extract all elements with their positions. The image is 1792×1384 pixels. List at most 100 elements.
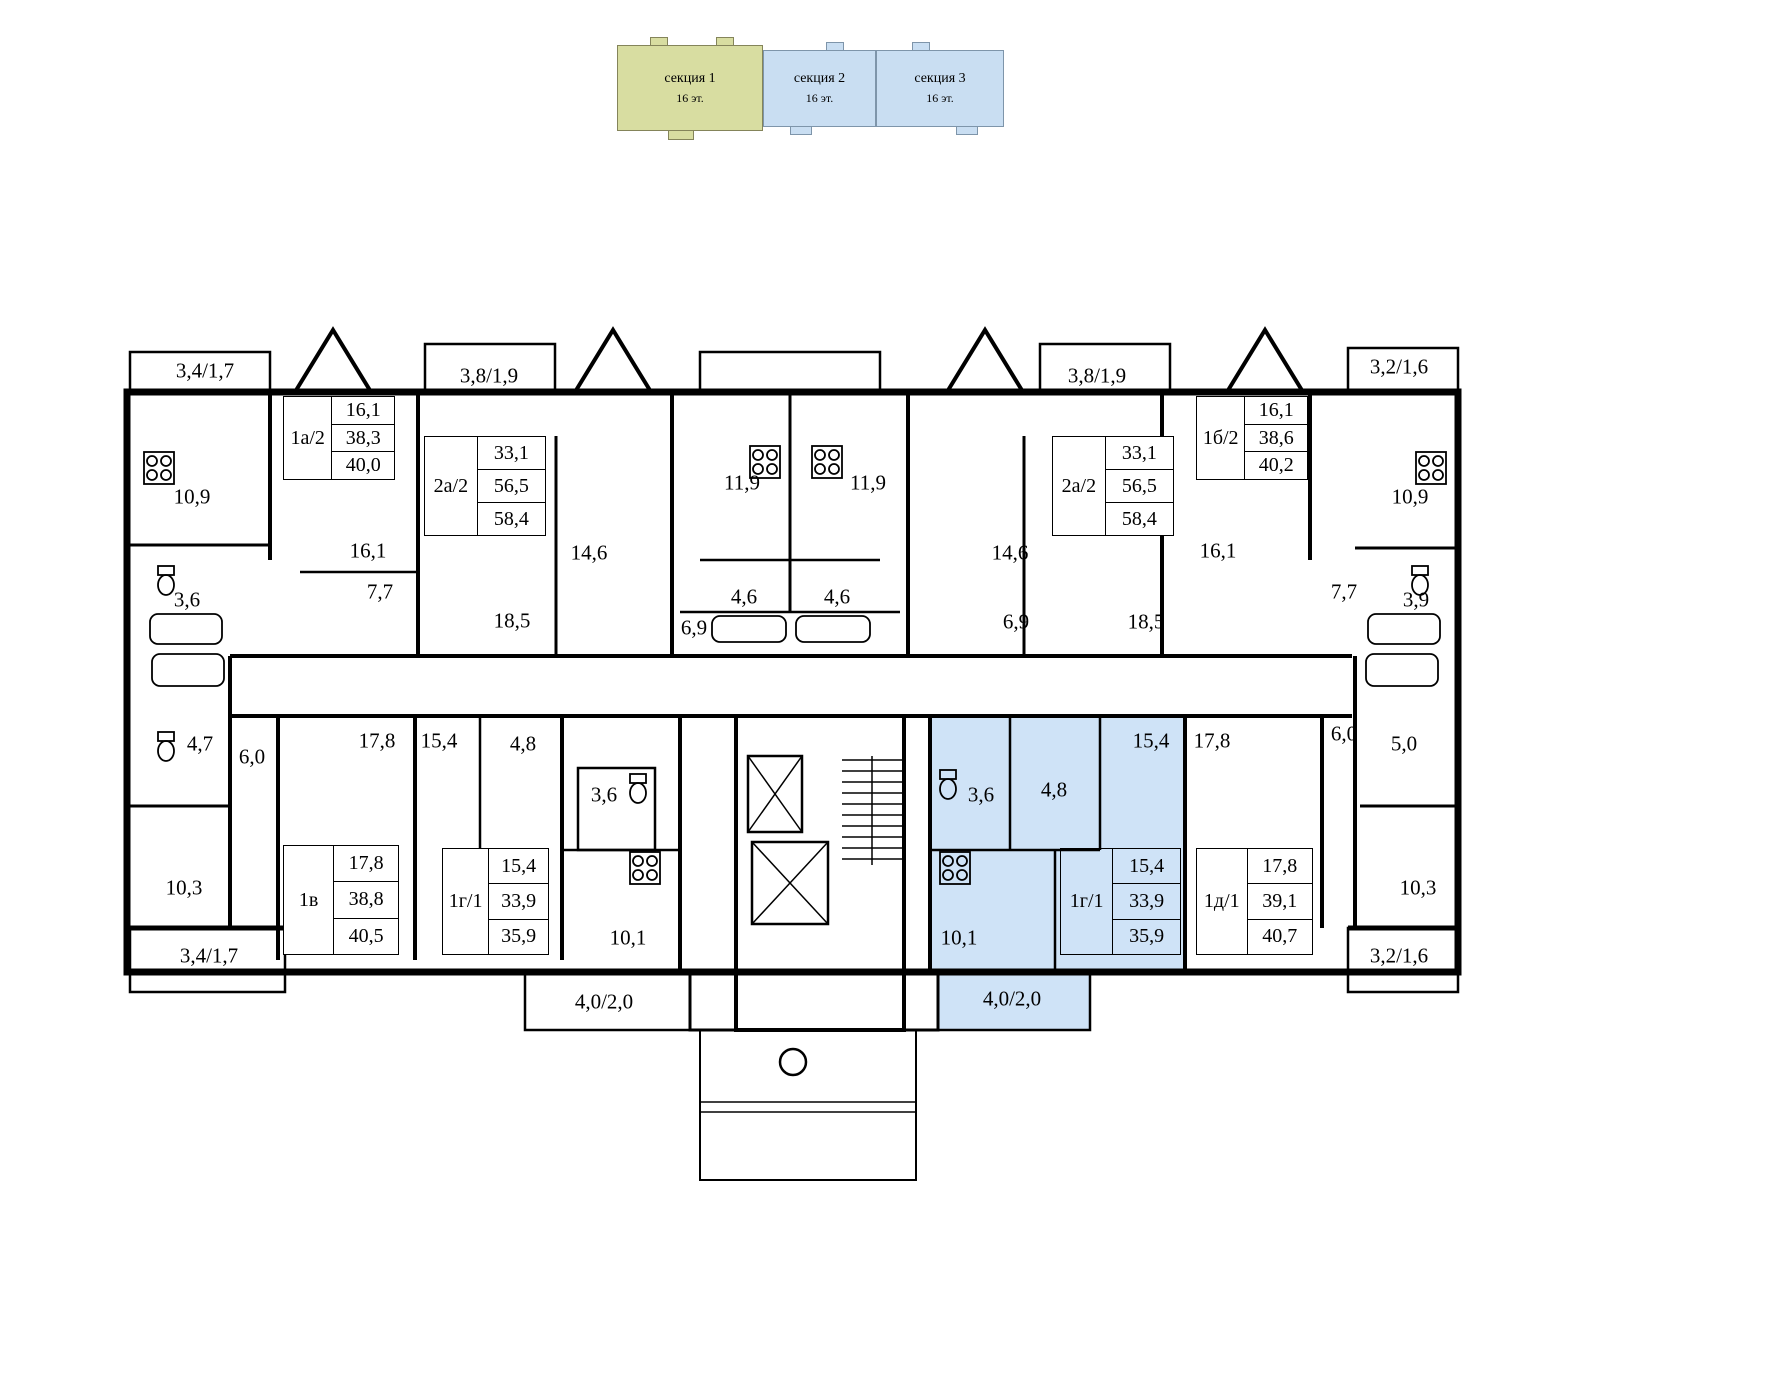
area-value: 56,5 [477,470,545,503]
apartment-code: 1в [284,846,335,954]
entrance-porch [688,970,940,1181]
room-area-label: 5,0 [1390,731,1418,756]
balcony-area-label: 3,8/1,9 [1067,363,1127,388]
apartment-code: 1д/1 [1197,849,1248,954]
balcony-area-label: 4,0/2,0 [982,986,1042,1011]
room-area-label: 10,1 [609,925,647,950]
bathtub-icon [151,653,225,687]
area-value: 56,5 [1105,470,1173,503]
toilet-icon [939,769,957,800]
apartment-card-1v[interactable]: 1в 17,8 38,8 40,5 [283,845,399,955]
room-area-label: 3,6 [173,587,201,612]
legend-section-3[interactable]: секция 3 16 эт. [876,50,1004,127]
room-area-label: 6,9 [1002,609,1030,634]
room-area-label: 16,1 [1199,538,1237,563]
stove-icon [939,851,971,885]
toilet-icon [157,565,175,596]
bathtub-icon [795,615,871,643]
area-value: 17,8 [334,846,398,883]
apartment-areas: 15,4 33,9 35,9 [489,849,548,954]
apartment-areas: 17,8 38,8 40,5 [334,846,398,954]
toilet-icon [629,773,647,804]
room-area-label: 4,6 [730,584,758,609]
apartment-areas: 16,1 38,6 40,2 [1245,397,1307,479]
legend-section-1-floors: 16 эт. [676,90,704,105]
stove-icon [811,445,843,479]
apartment-code: 1б/2 [1197,397,1246,479]
apartment-card-2a2-left[interactable]: 2а/2 33,1 56,5 58,4 [424,436,546,536]
legend-section-3-name: секция 3 [914,71,966,86]
area-value: 58,4 [1121,507,1157,530]
legend-section-2-name: секция 2 [793,71,846,86]
area-value: 40,5 [348,924,384,947]
stove-icon [143,451,175,485]
room-area-label: 4,7 [186,731,214,756]
balcony-outline [1346,346,1460,394]
stove-icon [629,851,661,885]
apartment-card-1b2[interactable]: 1б/2 16,1 38,6 40,2 [1196,396,1308,480]
apartment-code: 2а/2 [425,437,478,535]
bathtub-icon [1365,653,1439,687]
loggia-outline [423,342,557,394]
area-value: 40,2 [1258,454,1294,477]
area-value: 38,6 [1245,425,1307,453]
area-value: 40,7 [1262,925,1298,948]
room-area-label: 6,9 [680,615,708,640]
area-value: 39,1 [1247,884,1312,920]
balcony-area-label: 3,2/1,6 [1369,943,1429,968]
apartment-card-1g1-left[interactable]: 1г/1 15,4 33,9 35,9 [442,848,549,955]
balcony-outline [128,350,272,394]
apartment-areas: 33,1 56,5 58,4 [1105,437,1173,535]
apartment-card-2a2-right[interactable]: 2а/2 33,1 56,5 58,4 [1052,436,1174,536]
elevator-shaft-icon [750,840,830,926]
area-value: 16,1 [1245,397,1307,425]
room-area-label: 10,3 [1399,875,1437,900]
room-area-label: 4,6 [823,584,851,609]
bathtub-icon [711,615,787,643]
room-area-label: 3,6 [967,782,995,807]
stove-icon [749,445,781,479]
room-area-label: 15,4 [1132,728,1170,753]
selected-apartment-region[interactable] [930,716,1185,1030]
area-value: 38,8 [334,882,398,919]
elevator-shaft-icon [746,754,804,834]
apartment-code: 1а/2 [284,397,333,479]
legend-section-2-floors: 16 эт. [805,91,834,105]
room-area-label: 4,8 [1040,777,1068,802]
legend-section-1[interactable]: секция 1 16 эт. [617,45,763,131]
room-area-label: 7,7 [1330,579,1358,604]
apartment-card-1a2[interactable]: 1а/2 16,1 38,3 40,0 [283,396,395,480]
room-area-label: 4,8 [509,731,537,756]
room-area-label: 15,4 [420,728,458,753]
room-area-label: 7,7 [366,579,394,604]
balcony-area-label: 4,0/2,0 [574,989,634,1014]
column-icon [778,1047,808,1077]
area-value: 33,9 [489,884,548,920]
area-value: 58,4 [493,507,529,530]
apartment-card-1d1[interactable]: 1д/1 17,8 39,1 40,7 [1196,848,1313,955]
room-area-label: 6,0 [238,744,266,769]
legend-section-2[interactable]: секция 2 16 эт. [763,50,876,127]
room-area-label: 10,9 [173,484,211,509]
area-value: 15,4 [1113,849,1180,885]
room-area-label: 18,5 [493,608,531,633]
bathtub-icon [1367,613,1441,645]
room-area-label: 10,1 [940,925,978,950]
legend-section-3-floors: 16 эт. [926,91,954,105]
triangular-bay [291,326,375,394]
apartment-card-1g1-right-selected[interactable]: 1г/1 15,4 33,9 35,9 [1060,848,1181,955]
apartment-code: 2а/2 [1053,437,1106,535]
room-area-label: 17,8 [358,728,396,753]
room-area-label: 14,6 [991,540,1029,565]
area-value: 33,9 [1113,884,1180,920]
room-area-label: 11,9 [724,470,760,495]
balcony-area-label: 3,4/1,7 [179,943,239,968]
apartment-areas: 33,1 56,5 58,4 [477,437,545,535]
area-value: 38,3 [332,425,394,453]
fixtures [143,445,1447,885]
toilet-icon [157,731,175,762]
bay-outline [698,350,882,394]
area-value: 15,4 [489,849,548,885]
room-area-label: 18,5 [1127,609,1165,634]
